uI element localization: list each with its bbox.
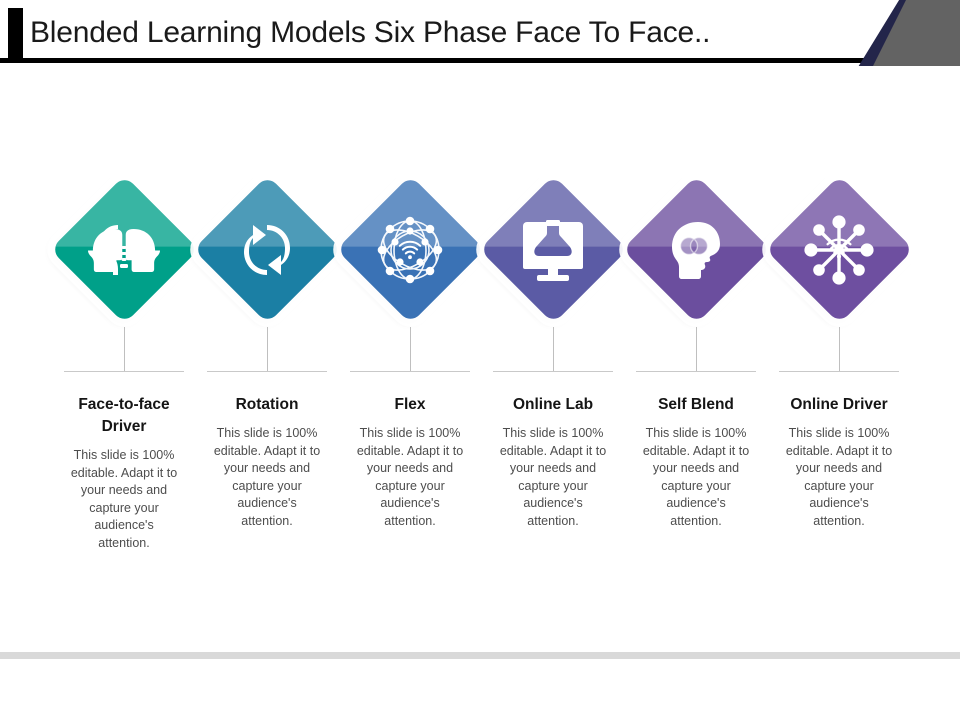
connector-stem-4 — [552, 327, 554, 371]
diamond-shape-4 — [478, 175, 628, 324]
connector-stem-3 — [409, 327, 411, 371]
phase-columns: Face-to-face Driver This slide is 100% e… — [49, 172, 914, 552]
phase-body-1: This slide is 100% editable. Adapt it to… — [70, 448, 178, 550]
phase-title-2: Rotation — [235, 396, 299, 413]
phase-title-6: Online Driver — [790, 396, 888, 413]
connector-stem-5 — [695, 327, 697, 371]
connector-rule-2 — [207, 371, 327, 372]
connector-stem-1 — [123, 327, 125, 371]
diamond-sheen-3 — [335, 175, 485, 324]
diamond-shape-2 — [192, 175, 342, 324]
phase-title-1: Face-to-face Driver — [78, 396, 170, 435]
diamond-badge-1[interactable] — [49, 172, 199, 327]
phase-title-4: Online Lab — [512, 396, 594, 413]
phase-body-6: This slide is 100% editable. Adapt it to… — [785, 426, 893, 528]
diamond-sheen-2 — [192, 175, 342, 324]
connector-stem-6 — [838, 327, 840, 371]
diamond-badge-6[interactable] — [764, 172, 914, 327]
phase-title-5: Self Blend — [658, 396, 734, 413]
diamond-shape-1 — [49, 175, 199, 324]
slide-title: Blended Learning Models Six Phase Face T… — [30, 16, 711, 49]
phase-body-4: This slide is 100% editable. Adapt it to… — [499, 426, 607, 528]
phase-column-face-to-face-driver[interactable]: Face-to-face Driver This slide is 100% e… — [49, 172, 199, 552]
diamond-badge-2[interactable] — [192, 172, 342, 327]
diamond-sheen-1 — [49, 175, 199, 324]
connector-rule-3 — [350, 371, 470, 372]
diamond-badge-4[interactable] — [478, 172, 628, 327]
diamond-sheen-5 — [621, 175, 771, 324]
phase-body-3: This slide is 100% editable. Adapt it to… — [356, 426, 464, 528]
title-underline — [0, 58, 890, 63]
connector-rule-1 — [64, 371, 184, 372]
connector-rule-5 — [636, 371, 756, 372]
diamond-sheen-4 — [478, 175, 628, 324]
phase-column-rotation[interactable]: Rotation This slide is 100% editable. Ad… — [192, 172, 342, 530]
diamond-shape-5 — [621, 175, 771, 324]
phase-body-5: This slide is 100% editable. Adapt it to… — [642, 426, 750, 528]
phase-column-flex[interactable]: Flex This slide is 100% editable. Adapt … — [335, 172, 485, 530]
bottom-band — [0, 652, 960, 659]
phase-body-2: This slide is 100% editable. Adapt it to… — [213, 426, 321, 528]
diamond-shape-6 — [764, 175, 914, 324]
diamond-sheen-6 — [764, 175, 914, 324]
phase-column-self-blend[interactable]: Self Blend This slide is 100% editable. … — [621, 172, 771, 530]
title-accent-block — [8, 8, 23, 58]
phase-column-online-lab[interactable]: Online Lab This slide is 100% editable. … — [478, 172, 628, 530]
diamond-badge-5[interactable] — [621, 172, 771, 327]
connector-rule-4 — [493, 371, 613, 372]
diamond-badge-3[interactable] — [335, 172, 485, 327]
phase-title-3: Flex — [394, 396, 426, 413]
slide-title-bar: Blended Learning Models Six Phase Face T… — [0, 0, 960, 66]
connector-stem-2 — [266, 327, 268, 371]
phase-column-online-driver[interactable]: Online Driver This slide is 100% editabl… — [764, 172, 914, 530]
diamond-shape-3 — [335, 175, 485, 324]
connector-rule-6 — [779, 371, 899, 372]
